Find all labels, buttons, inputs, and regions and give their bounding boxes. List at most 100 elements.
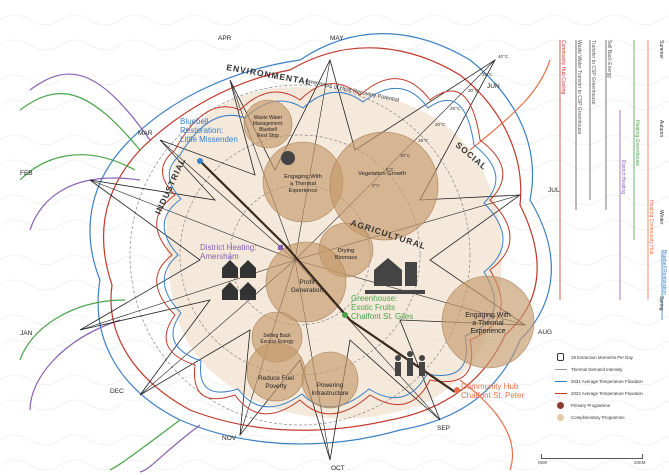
site-dot-district xyxy=(278,245,283,250)
legend-label: Thermal Demand Intensity xyxy=(571,367,623,372)
month-mar: MAR xyxy=(138,130,153,137)
circle-powering xyxy=(301,351,359,409)
legend-row-thermal: Thermal Demand Intensity xyxy=(554,364,666,375)
legend-label: 2031 Average Temperature Fluxation xyxy=(571,379,643,384)
bus-icon xyxy=(554,353,568,362)
season-chart xyxy=(559,40,663,320)
people-icon xyxy=(395,351,425,376)
month-nov: NOV xyxy=(222,435,237,442)
legend-label: Complimentary Programme xyxy=(571,415,625,420)
legend-row-primary: Primary Programme xyxy=(554,400,666,411)
dot-swatch-icon xyxy=(554,401,568,410)
programme-circles xyxy=(243,99,535,409)
month-feb: FEB xyxy=(20,170,33,177)
month-aug: AUG xyxy=(538,329,552,336)
label-thermal-1: Engaging With xyxy=(284,174,322,180)
temp-15: 15°C xyxy=(418,138,429,143)
site-community-2: Chalfont St. Peter xyxy=(461,391,524,400)
month-labels: MAY APR MAR FEB JAN DEC NOV OCT SEP AUG … xyxy=(20,35,560,472)
season-line-district: District Heating xyxy=(620,160,626,194)
outer-curves xyxy=(19,33,552,473)
label-waste-water-4: Rest Stop xyxy=(257,133,279,139)
season-summer: Summer xyxy=(658,40,664,59)
temp-10: 10°C xyxy=(400,153,411,158)
legend-label: 18 Extraction Moments Per Day xyxy=(571,355,633,360)
season-line-community-cooling: Community Hub Cooling xyxy=(560,40,566,95)
temp-20: 20°C xyxy=(435,122,446,127)
site-bluebell-2: Restoration: xyxy=(180,126,223,135)
season-line-sell-back: Sell Back Energy xyxy=(606,40,612,79)
site-district-1: District Heating: xyxy=(200,243,256,252)
label-profit-2: Generation xyxy=(291,287,324,294)
legend-label: 2022 Average Temperature Fluxation xyxy=(571,391,643,396)
label-vegetation: Vegetation Growth xyxy=(358,171,406,177)
legend-row-2022: 2022 Average Temperature Fluxation xyxy=(554,388,666,399)
site-greenhouse-3: Chalfont St. Giles xyxy=(351,312,413,321)
site-dot-greenhouse xyxy=(342,312,348,318)
label-selling-1: Selling Back xyxy=(263,333,291,339)
line-swatch-icon xyxy=(554,365,568,374)
scale-left-label: 0KM xyxy=(538,460,548,465)
month-sep: SEP xyxy=(437,425,450,432)
circle-profit xyxy=(265,241,347,323)
label-reduce-2: Poverty xyxy=(265,383,287,390)
site-dot-community xyxy=(454,387,460,393)
circle-labels: Waste Water Management: Bluebell Rest St… xyxy=(253,115,511,397)
month-apr: APR xyxy=(218,35,232,42)
site-bluebell-3: Little Missenden xyxy=(180,135,238,144)
label-thermal2-1: Engaging With xyxy=(465,312,511,319)
label-waste-water-3: Bluebell xyxy=(259,127,277,133)
season-autumn: Autumn xyxy=(658,120,664,138)
thermal-demand-star xyxy=(79,58,527,461)
label-powering-2: Infrastructure xyxy=(311,390,349,397)
temp-0: 0°C xyxy=(372,183,380,188)
site-labels: Bluebell Restoration: Little Missenden D… xyxy=(180,117,524,400)
industrial-icon xyxy=(274,151,302,170)
label-reduce-1: Reduce Fuel xyxy=(258,375,294,382)
season-line-greenhouse: Heating Greenhouse xyxy=(634,120,640,167)
season-spring: Spring xyxy=(658,296,664,311)
circle-vegetation xyxy=(329,131,439,241)
label-thermal2-2: a Thermal xyxy=(472,320,504,327)
temp-5: 5°C xyxy=(386,167,394,172)
temperature-ticks: 40°C 35°C 30°C 25°C 20°C 15°C 10°C 5°C 0… xyxy=(372,54,509,188)
label-waste-water-2: Management: xyxy=(253,121,284,127)
month-oct: OCT xyxy=(331,465,345,472)
season-line-bluebell: Bluebell Restoration xyxy=(661,250,667,295)
label-profit-1: Profit xyxy=(299,279,314,286)
site-greenhouse-1: Greenhouse: xyxy=(351,294,397,303)
season-winter: Winter xyxy=(658,210,664,225)
farm-icon xyxy=(365,258,425,294)
scale-right-label: 20KM xyxy=(634,460,646,465)
scale-bar-line xyxy=(541,454,643,459)
dot-swatch-icon xyxy=(554,413,568,422)
site-community-1: Community Hub xyxy=(461,382,519,391)
month-jun: JUN xyxy=(487,83,500,90)
site-greenhouse-2: Exotic Fruits xyxy=(351,303,395,312)
month-jul: JUL xyxy=(548,187,560,194)
legend-row-2031: 2031 Average Temperature Fluxation xyxy=(554,376,666,387)
label-thermal-3: Experience xyxy=(288,188,317,194)
month-may: MAY xyxy=(330,35,344,42)
temp-25: 25°C xyxy=(450,106,461,111)
month-jan: JAN xyxy=(20,330,33,337)
line-swatch-icon xyxy=(554,389,568,398)
site-bluebell-1: Bluebell xyxy=(180,117,209,126)
temp-35: 35°C xyxy=(482,72,493,77)
label-thermal2-3: Experience xyxy=(470,328,505,335)
label-drying-2: Biomass xyxy=(335,255,357,261)
season-line-waste-water: Waste Water Transfer to CSP Greenhouse xyxy=(576,40,582,135)
main-transfer-path xyxy=(199,160,456,393)
legend-row-extraction: 18 Extraction Moments Per Day xyxy=(554,352,666,363)
site-district-2: Amersham xyxy=(200,252,239,261)
temp-30: 30°C xyxy=(468,88,479,93)
legend-label: Primary Programme xyxy=(571,403,611,408)
house-icons xyxy=(222,260,256,300)
label-drying-1: Drying xyxy=(338,248,355,254)
label-powering-1: Powering xyxy=(317,382,344,389)
label-thermal-2: a Thermal xyxy=(290,181,316,187)
season-line-heating-hub: Heating Community Hub xyxy=(648,200,654,255)
legend: 18 Extraction Moments Per Day Thermal De… xyxy=(554,352,666,424)
circle-reduce xyxy=(246,342,306,402)
